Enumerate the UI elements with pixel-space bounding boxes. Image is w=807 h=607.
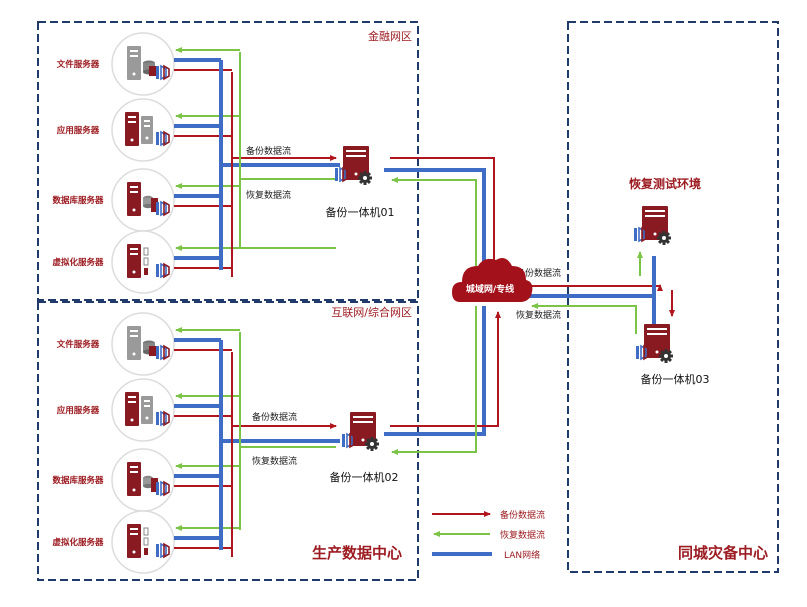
backup-agent-icon	[156, 344, 170, 361]
file-server-icon	[127, 46, 158, 80]
legend-restore-label: 恢复数据流	[500, 529, 545, 541]
gear-icon	[358, 171, 372, 185]
gear-icon	[365, 437, 379, 451]
internet-zone-border	[37, 301, 419, 581]
dr-restore-flow-label: 恢复数据流	[516, 309, 561, 321]
internet-zone-title: 互联网/综合网区	[331, 305, 412, 319]
legend-backup-label: 备份数据流	[500, 509, 545, 521]
gear-icon	[659, 349, 673, 363]
server-label: 应用服务器	[57, 125, 100, 136]
server-node	[111, 32, 175, 96]
restore-test-server	[634, 206, 671, 245]
metro-network-cloud: 城域网/专线	[452, 258, 533, 302]
server-node	[111, 448, 175, 512]
backup-agent-icon	[156, 262, 170, 279]
appliance-cloud-links	[384, 157, 501, 455]
backup-agent-icon	[156, 200, 170, 217]
backup-agent-icon	[335, 166, 349, 183]
legend: 备份数据流 恢复数据流 LAN网络	[432, 509, 545, 561]
dr-zone-border	[567, 21, 779, 573]
server-node	[111, 230, 175, 294]
internet-links	[219, 332, 340, 557]
dr-backup-flow-label: 备份数据流	[516, 267, 561, 279]
backup-appliance-01	[335, 146, 372, 185]
server-label: 应用服务器	[57, 405, 100, 416]
production-dc-title: 生产数据中心	[312, 544, 402, 562]
dr-center-title: 同城灾备中心	[678, 544, 768, 562]
backup-agent-icon	[156, 64, 170, 81]
appliance-01-label: 备份一体机01	[326, 205, 395, 219]
internet-backup-flow-label: 备份数据流	[252, 411, 297, 423]
server-label: 虚拟化服务器	[52, 257, 104, 268]
backup-agent-icon	[156, 130, 170, 147]
app-server-icon	[125, 392, 153, 426]
backup-agent-icon	[634, 226, 648, 243]
appliance-02-label: 备份一体机02	[330, 470, 399, 484]
backup-appliance-02	[342, 412, 379, 451]
internet-restore-flow-label: 恢复数据流	[252, 455, 297, 467]
db-server-icon	[127, 462, 158, 496]
backup-agent-icon	[636, 344, 650, 361]
backup-agent-icon	[156, 480, 170, 497]
backup-agent-icon	[342, 432, 356, 449]
appliance-03-label: 备份一体机03	[641, 372, 710, 386]
cloud-dr-links	[518, 251, 675, 334]
server-node	[111, 98, 175, 162]
gear-icon	[657, 231, 671, 245]
server-label: 虚拟化服务器	[52, 537, 104, 548]
virtual-server-icon	[127, 524, 149, 558]
legend-lan-label: LAN网络	[504, 549, 540, 561]
server-label: 数据库服务器	[52, 195, 104, 206]
cloud-label: 城域网/专线	[466, 283, 514, 295]
backup-agent-icon	[156, 542, 170, 559]
server-node	[111, 378, 175, 442]
app-server-icon	[125, 112, 153, 146]
server-node	[111, 312, 175, 376]
finance-zone-border	[37, 21, 419, 301]
server-label: 文件服务器	[57, 59, 100, 70]
finance-restore-flow-label: 恢复数据流	[246, 189, 291, 201]
finance-links	[219, 52, 340, 277]
server-node	[111, 168, 175, 232]
file-server-icon	[127, 326, 158, 360]
backup-appliance-03	[636, 324, 673, 363]
server-label: 数据库服务器	[52, 475, 104, 486]
db-server-icon	[127, 182, 158, 216]
server-label: 文件服务器	[57, 339, 100, 350]
server-node	[111, 510, 175, 574]
restore-test-env-title: 恢复测试环境	[629, 176, 701, 191]
backup-agent-icon	[156, 410, 170, 427]
finance-zone-title: 金融网区	[368, 29, 412, 43]
finance-backup-flow-label: 备份数据流	[246, 145, 291, 157]
virtual-server-icon	[127, 244, 149, 278]
